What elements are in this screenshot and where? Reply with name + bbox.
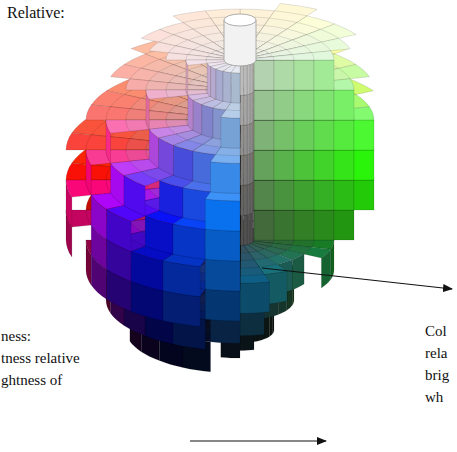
cut-face (274, 180, 294, 210)
cut-face (314, 180, 334, 210)
cut-face (254, 90, 274, 120)
side-face (244, 215, 247, 246)
side-face (247, 214, 250, 245)
cut-face (334, 120, 354, 150)
chroma-arrow (262, 268, 452, 289)
cut-face (314, 60, 334, 90)
cut-face (274, 90, 294, 120)
side-face (244, 155, 247, 186)
side-face (202, 105, 213, 138)
cut-face (354, 150, 374, 180)
side-face (193, 100, 202, 134)
top-face (107, 109, 240, 150)
side-face (247, 94, 250, 125)
cut-face (334, 90, 354, 120)
top-face (240, 24, 356, 60)
cut-face (294, 90, 314, 120)
side-face (174, 145, 194, 181)
side-face (240, 282, 270, 314)
cut-face (294, 180, 314, 210)
side-face (188, 95, 193, 130)
side-face (205, 229, 240, 261)
side-face (231, 73, 240, 103)
side-face (205, 199, 240, 231)
side-face (211, 162, 241, 194)
lightness-arrow (190, 440, 326, 441)
cut-face (254, 210, 274, 240)
side-face (240, 95, 244, 125)
cut-face (354, 120, 374, 150)
cut-face (254, 120, 274, 150)
side-face (240, 125, 244, 155)
top-face (240, 240, 264, 276)
white-cylinder (224, 20, 256, 66)
side-face (247, 64, 250, 95)
top-face (240, 38, 350, 60)
side-face (240, 155, 244, 185)
cut-face (314, 150, 334, 180)
side-face (247, 184, 250, 215)
top-face (240, 149, 339, 180)
side-face (250, 63, 252, 94)
cut-face (334, 210, 354, 240)
cut-face (254, 60, 274, 90)
cut-face (294, 120, 314, 150)
side-face (207, 63, 210, 96)
side-face (250, 93, 252, 124)
cut-face (294, 210, 314, 240)
side-face (244, 95, 247, 126)
cut-face (274, 210, 294, 240)
side-face (205, 259, 240, 291)
side-face (240, 185, 244, 215)
heading: Relative: (6, 4, 66, 22)
cut-face (274, 150, 294, 180)
side-face (173, 224, 205, 259)
side-face (205, 289, 240, 321)
top-face (240, 240, 270, 283)
side-face (244, 65, 247, 96)
axis-label: wh (424, 388, 444, 406)
side-face (244, 185, 247, 216)
side-face (250, 153, 252, 184)
side-face (240, 65, 244, 95)
side-face (223, 71, 231, 102)
cut-face (294, 150, 314, 180)
cut-face (334, 180, 354, 210)
side-face (216, 69, 223, 101)
side-face (250, 123, 252, 154)
cut-face (254, 150, 274, 180)
side-face (240, 215, 244, 245)
side-face (250, 183, 252, 214)
cut-face (314, 210, 334, 240)
side-face (221, 117, 240, 148)
cut-face (274, 60, 294, 90)
side-face (250, 213, 252, 244)
top-face (240, 89, 339, 120)
axis-label: brig (424, 366, 450, 384)
cut-face (354, 180, 374, 210)
side-face (211, 67, 216, 100)
cut-face (314, 120, 334, 150)
cut-face (254, 180, 274, 210)
cut-face (294, 60, 314, 90)
axis-label: rela (424, 344, 448, 362)
axis-label: tness relative (0, 349, 81, 367)
side-face (244, 125, 247, 156)
top-face (240, 59, 339, 90)
white-cylinder-top (224, 14, 256, 26)
cut-face (334, 150, 354, 180)
axis-label: ghtness of (0, 371, 63, 389)
axis-label: ness: (0, 327, 32, 345)
cut-face (314, 90, 334, 120)
cut-face (274, 120, 294, 150)
side-face (247, 124, 250, 155)
side-face (247, 154, 250, 185)
top-face (240, 119, 339, 150)
axis-label: Col (424, 322, 448, 340)
